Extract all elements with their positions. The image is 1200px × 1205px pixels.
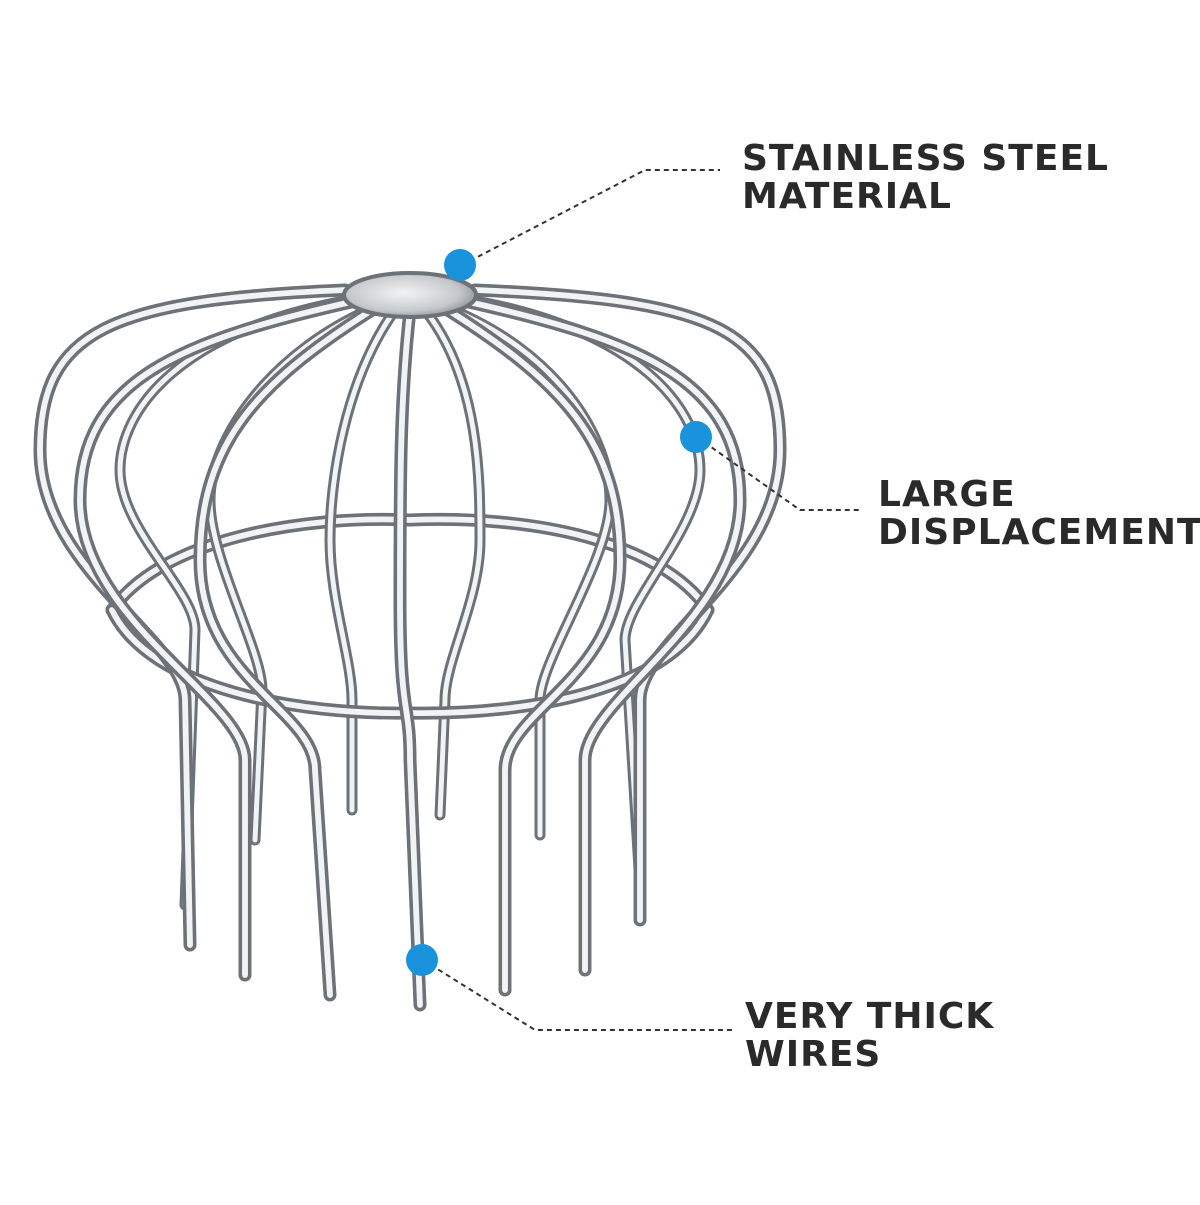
front-rib-6-highlight [437,302,623,993]
callout-wires-line1: VERY THICK [745,996,995,1037]
front-rib-4-highlight [457,297,743,973]
callout-wires-line2: WIRES [745,1034,882,1075]
back-rib-5-highlight [327,307,398,813]
front-rib-5-highlight [197,302,383,998]
leader-line-displacement [696,436,862,511]
marker-dot-wires [406,944,438,976]
callout-displacement-line1: LARGE [878,474,1016,515]
front-rib-2-highlight [472,287,783,923]
callout-displacement-line2: DISPLACEMENT [878,512,1200,553]
front-rib-7-highlight [397,307,423,1008]
callout-markers [406,249,712,976]
front-rib-3-highlight [77,297,363,978]
marker-dot-stainless [444,249,476,281]
ring-back-highlight [109,516,711,613]
callout-very-thick-wires: VERY THICK WIRES [745,998,994,1074]
back-rib-6 [419,304,486,821]
callout-stainless-steel: STAINLESS STEEL MATERIAL [742,140,1109,216]
top-cap-disc [342,271,478,319]
back-rib-5 [324,304,401,816]
leader-lines [422,169,862,1031]
wire-cage [33,283,787,1012]
front-rib-2 [468,283,787,927]
callout-large-displacement: LARGE DISPLACEMENT [878,476,1200,552]
back-rib-6-highlight [422,307,483,818]
callout-stainless-line2: MATERIAL [742,176,952,217]
leader-line-stainless [461,169,720,266]
callout-stainless-line1: STAINLESS STEEL [742,138,1109,179]
leader-line-wires [422,959,732,1031]
marker-dot-displacement [680,421,712,453]
